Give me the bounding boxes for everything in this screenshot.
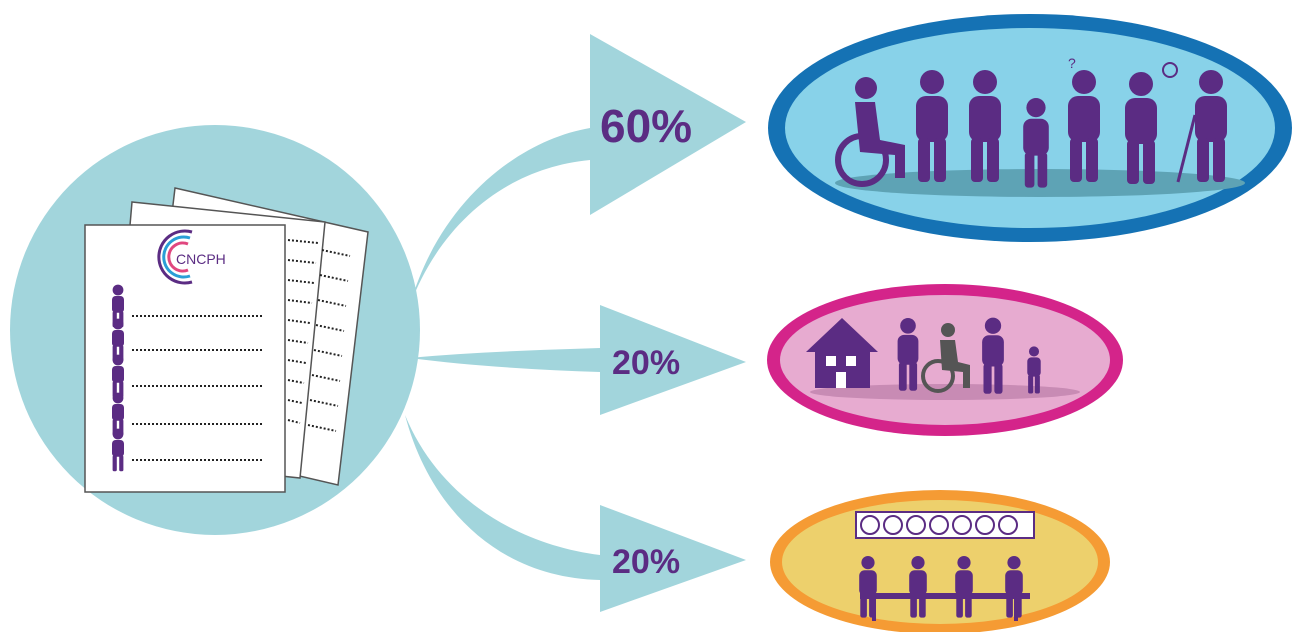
document-stack-icon	[84, 187, 369, 493]
arrow-top	[410, 34, 746, 305]
arrow-bottom	[405, 415, 746, 612]
flow-arrows	[405, 34, 746, 612]
svg-text:?: ?	[1068, 55, 1076, 71]
percent-label-bottom: 20%	[612, 543, 680, 581]
organizations-meeting-icon	[770, 490, 1110, 632]
percent-label-middle: 20%	[612, 344, 680, 382]
people-with-disabilities-icon: ?	[768, 14, 1292, 242]
cncph-logo: CNCPH	[157, 229, 226, 285]
logo-text: CNCPH	[176, 251, 226, 267]
family-caregivers-icon	[767, 284, 1123, 436]
arrow-middle	[410, 305, 746, 415]
percent-label-top: 60%	[600, 100, 692, 152]
